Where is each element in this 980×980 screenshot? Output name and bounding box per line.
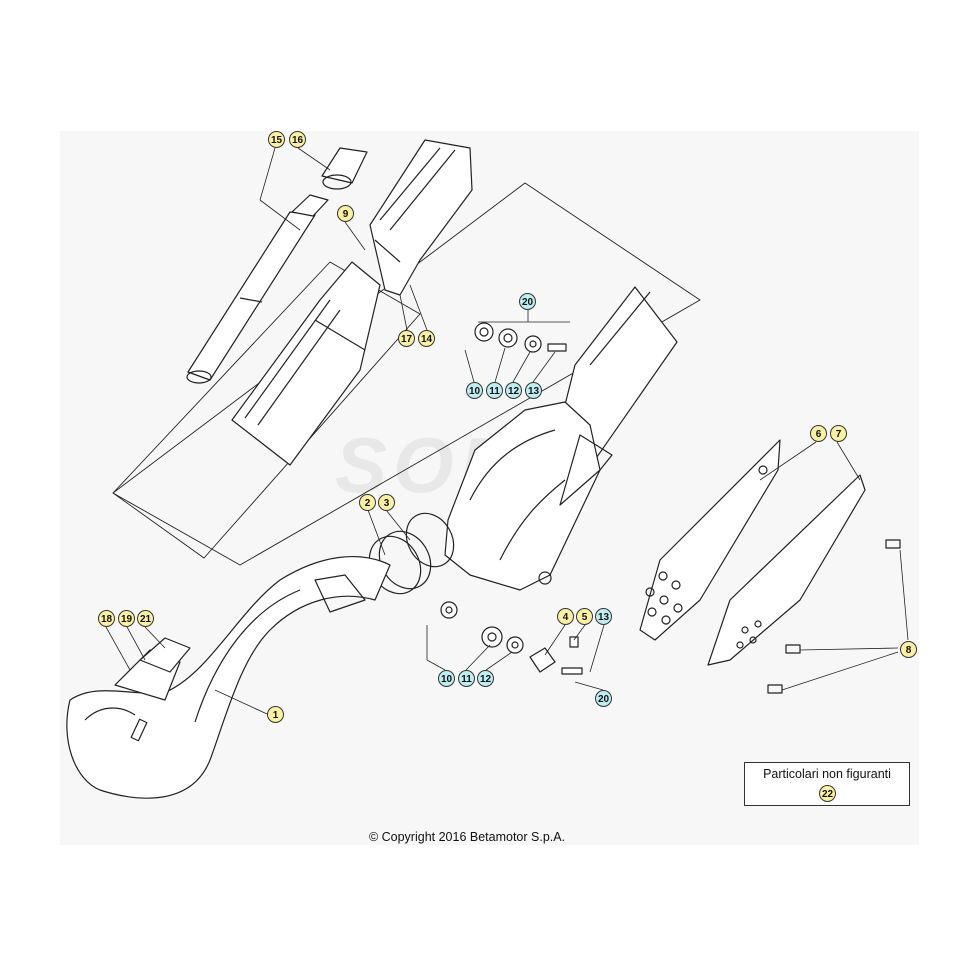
exhaust-header-pipe [66,556,391,799]
callout-18: 18 [98,610,115,627]
upper-assembly-frame [112,261,421,559]
callout-15: 15 [268,131,285,148]
callout-11-top: 11 [486,382,503,399]
tail-pipe [186,194,329,384]
silencer-cover-upper [369,139,473,296]
callout-4: 4 [557,608,574,625]
guard-bolts [767,539,901,694]
callout-10-top: 10 [466,382,483,399]
heat-guard-shield [707,474,866,666]
callout-14: 14 [418,330,435,347]
not-shown-parts-legend: Particolari non figuranti 22 [744,762,910,806]
callout-7: 7 [830,425,847,442]
pipe-sleeve [321,147,368,190]
callout-2: 2 [359,494,376,511]
callout-5: 5 [576,608,593,625]
legend-text: Particolari non figuranti [763,767,891,781]
callout-1: 1 [267,706,284,723]
callout-17: 17 [398,330,415,347]
callout-16: 16 [289,131,306,148]
callout-3: 3 [378,494,395,511]
top-hardware-group [474,322,567,353]
callout-9: 9 [337,205,354,222]
silencer-body [444,286,678,591]
callout-19: 19 [118,610,135,627]
callout-20-top: 20 [519,293,536,310]
callout-12-bottom: 12 [477,670,494,687]
callout-11-bottom: 11 [458,670,475,687]
callout-8: 8 [900,641,917,658]
copyright-notice: © Copyright 2016 Betamotor S.p.A. [368,830,566,844]
callout-13-bottom: 13 [595,608,612,625]
callout-22: 22 [819,785,836,802]
silencer-cover-lower [231,261,381,466]
callout-12-top: 12 [505,382,522,399]
header-flange [114,637,191,742]
callout-20-bottom: 20 [595,690,612,707]
callout-13-top: 13 [525,382,542,399]
leader-lines [105,147,909,715]
heat-guard-plate [639,439,781,641]
callout-10-bottom: 10 [438,670,455,687]
callout-6: 6 [810,425,827,442]
callout-21: 21 [137,610,154,627]
bottom-hardware-group [440,601,583,675]
